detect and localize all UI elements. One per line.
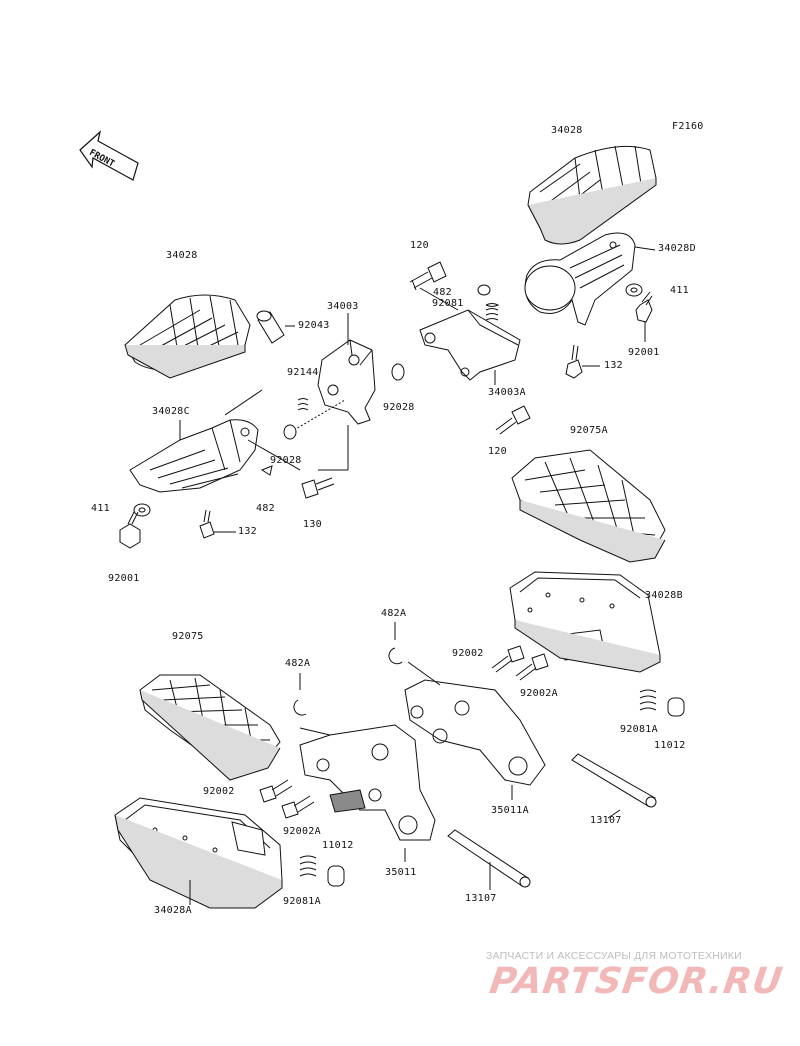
bolt-132-right [565, 344, 583, 379]
part-label-92081-top: 92081 [432, 298, 464, 309]
part-label-92001-left: 92001 [108, 573, 140, 584]
bracket-plate-35011A [404, 679, 546, 786]
part-label-34028-top: 34028 [551, 125, 583, 136]
part-label-482A-left: 482A [285, 658, 311, 669]
front-arrow-icon [79, 130, 139, 181]
watermark-subtitle: ЗАПЧАСТИ И АКСЕССУАРЫ ДЛЯ МОТОТЕХНИКИ [486, 950, 742, 962]
bracket-35011 [299, 724, 436, 841]
part-label-120-top: 120 [410, 240, 429, 251]
part-label-92144: 92144 [287, 367, 319, 378]
part-label-132-left: 132 [238, 526, 257, 537]
bolt-92002-left [259, 779, 293, 803]
rod-13107-right [571, 753, 657, 808]
part-label-482A-right: 482A [381, 608, 407, 619]
footboard-34028B [509, 571, 661, 673]
footpeg-34028D [524, 232, 636, 326]
part-label-11012-left: 11012 [322, 840, 354, 851]
bushing-92028-left [283, 424, 297, 440]
part-label-132-right: 132 [604, 360, 623, 371]
sleeve-92043 [256, 310, 285, 344]
part-label-34003A: 34003A [488, 387, 526, 398]
part-label-34028B: 34028B [645, 590, 683, 601]
part-label-92081A-right: 92081A [620, 724, 658, 735]
part-label-482-top: 482 [433, 287, 452, 298]
bolt-92002-right [491, 645, 525, 673]
circlip-482-top [477, 284, 491, 296]
part-label-92002-left: 92002 [203, 786, 235, 797]
footboard-pad-92075A [511, 449, 666, 563]
bolt-92001-right [635, 291, 653, 323]
bolt-92002A-right [515, 653, 549, 681]
bolt-132-left [199, 509, 215, 539]
footboard-pad-92075 [139, 674, 281, 781]
bolt-120-top [409, 261, 447, 291]
spring-92081A-left [299, 855, 317, 877]
part-label-34028-left: 34028 [166, 250, 198, 261]
watermark-logo: PARTSFOR.RU [487, 961, 786, 1002]
footpeg-rubber-34028-top [527, 145, 657, 245]
bracket-34003A [419, 309, 521, 381]
part-label-120-bottom: 120 [488, 446, 507, 457]
circlip-482-left [260, 465, 273, 476]
part-label-92028-left: 92028 [270, 455, 302, 466]
bolt-130 [301, 477, 335, 499]
footboard-34028A [114, 797, 283, 909]
spring-92081-top [485, 303, 500, 321]
part-label-92002A-left: 92002A [283, 826, 321, 837]
circlip-482A-left [293, 699, 307, 716]
bolt-120-bottom [495, 405, 531, 435]
part-label-34028A: 34028A [154, 905, 192, 916]
part-label-92075A: 92075A [570, 425, 608, 436]
part-label-34028D: 34028D [658, 243, 696, 254]
washer-411-right [625, 283, 643, 297]
part-label-35011A: 35011A [491, 805, 529, 816]
rod-13107-left [447, 829, 531, 888]
part-label-482-left: 482 [256, 503, 275, 514]
bushing-92028-right [391, 363, 405, 381]
part-label-11012-right: 11012 [654, 740, 686, 751]
footpeg-rubber-34028-left [124, 294, 251, 379]
nut-92001-left [119, 511, 141, 549]
part-label-92081A-left: 92081A [283, 896, 321, 907]
spring-92144 [297, 398, 309, 411]
circlip-482A-right [388, 647, 403, 665]
part-label-92001-right: 92001 [628, 347, 660, 358]
part-label-35011: 35011 [385, 867, 417, 878]
bolt-92002A-left [281, 795, 315, 819]
part-label-92075: 92075 [172, 631, 204, 642]
spring-92081A-right [639, 689, 657, 711]
part-label-411-right: 411 [670, 285, 689, 296]
part-label-92043: 92043 [298, 320, 330, 331]
part-label-13107-right: 13107 [590, 815, 622, 826]
part-label-13107-left: 13107 [465, 893, 497, 904]
bracket-34003 [317, 339, 376, 425]
part-label-92002A-right: 92002A [520, 688, 558, 699]
part-label-92028-right: 92028 [383, 402, 415, 413]
part-label-411-left: 411 [91, 503, 110, 514]
damper-11012-left [327, 865, 345, 887]
part-label-34028C: 34028C [152, 406, 190, 417]
footpeg-34028C [129, 419, 259, 493]
damper-11012-right [667, 697, 685, 717]
part-label-130: 130 [303, 519, 322, 530]
part-label-34003: 34003 [327, 301, 359, 312]
diagram-code: F2160 [672, 121, 704, 132]
part-label-92002-right: 92002 [452, 648, 484, 659]
